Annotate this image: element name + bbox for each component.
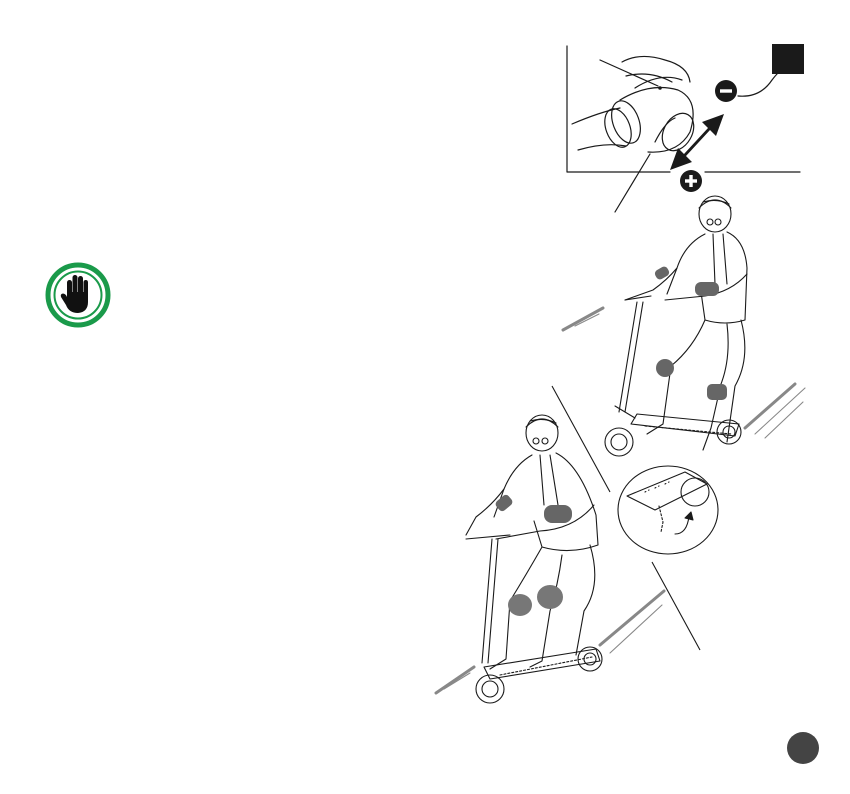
page-number-badge — [786, 731, 820, 765]
stop-hand-icon — [45, 262, 111, 328]
connector-lines — [540, 380, 710, 660]
minus-circle-icon — [714, 79, 738, 103]
